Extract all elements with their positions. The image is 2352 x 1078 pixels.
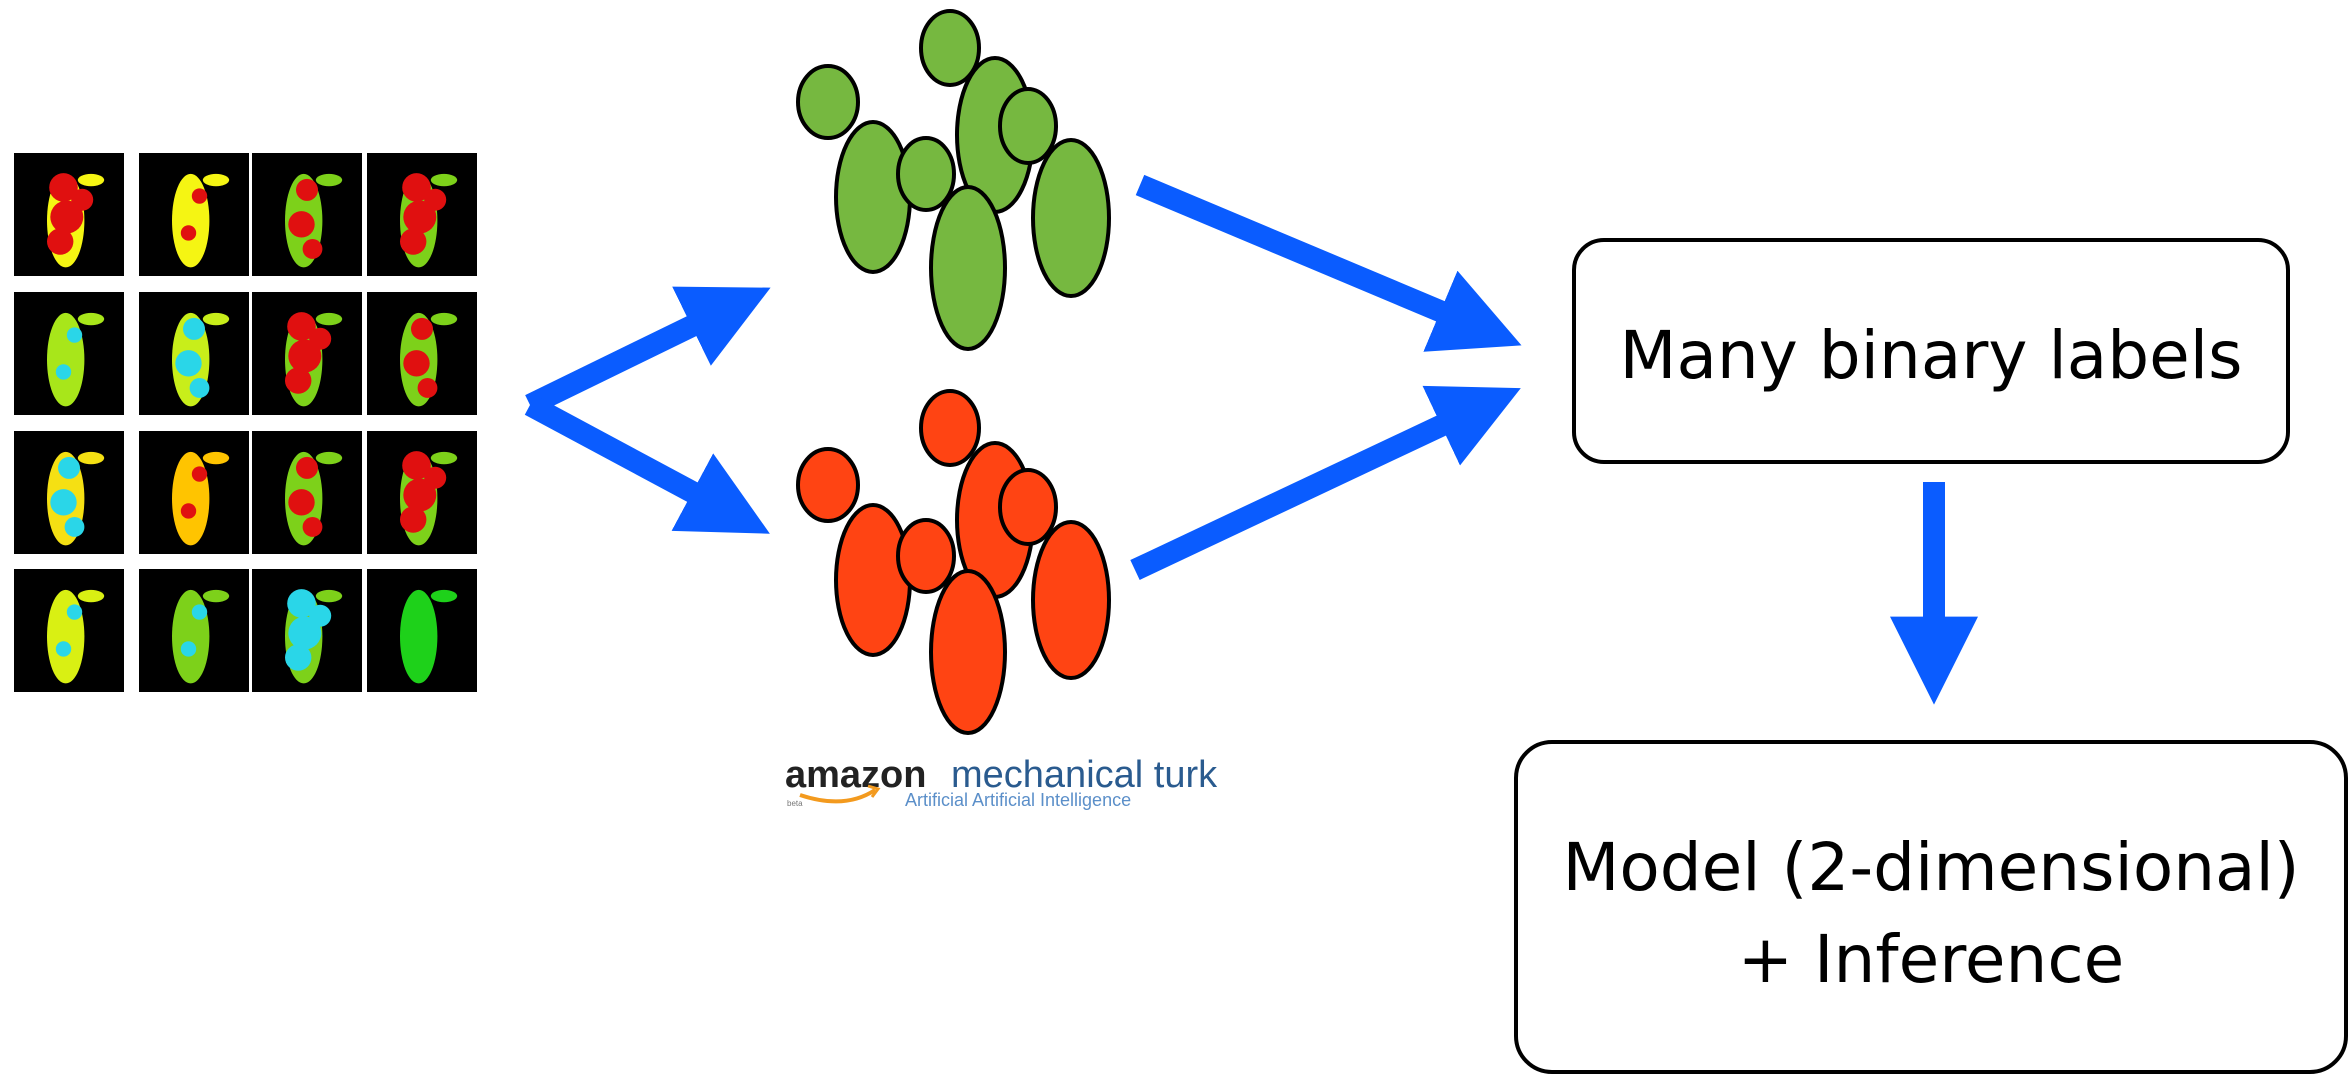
image-tile [139, 292, 249, 415]
worker-ellipse [929, 569, 1007, 735]
worker-ellipse [896, 518, 956, 594]
worker-ellipse [834, 503, 912, 657]
mechanical-turk-logo: amazon mechanical turk Artificial Artifi… [785, 754, 1218, 810]
arrow-images-to-green-workers [525, 286, 771, 415]
image-tile [367, 292, 477, 415]
worker-ellipse [919, 9, 981, 87]
image-tile [14, 292, 124, 415]
image-tile [14, 431, 124, 554]
arrows [524, 174, 1978, 705]
logo-tagline: Artificial Artificial Intelligence [905, 790, 1131, 810]
smile-arrowhead-icon [867, 784, 881, 798]
image-tile [139, 569, 249, 692]
image-tile [252, 569, 362, 692]
image-tile [14, 569, 124, 692]
arrow-red-workers-to-labels [1130, 385, 1521, 580]
worker-ellipse [929, 185, 1007, 351]
image-tile [367, 153, 477, 276]
worker-ellipse [796, 64, 860, 140]
model-box-line1: Model (2-dimensional) [1562, 829, 2299, 906]
worker-ellipse [834, 120, 912, 274]
model-box-line2: + Inference [1738, 921, 2124, 998]
worker-ellipse [919, 389, 981, 467]
arrow-green-workers-to-labels [1135, 174, 1522, 352]
smile-icon [799, 788, 877, 804]
image-tile [139, 431, 249, 554]
worker-ellipse [896, 136, 956, 212]
model-box: Model (2-dimensional) + Inference [1514, 740, 2348, 1074]
image-tile [252, 292, 362, 415]
red-worker-cluster [796, 389, 1111, 735]
logo-product: mechanical turk [951, 754, 1218, 796]
worker-ellipse [1031, 138, 1111, 298]
worker-ellipse [796, 447, 860, 523]
image-tile [14, 153, 124, 276]
image-tile [367, 431, 477, 554]
worker-ellipse [998, 468, 1058, 546]
image-grid [14, 153, 477, 692]
logo-beta: beta [787, 799, 803, 808]
image-tile [252, 153, 362, 276]
image-tile [139, 153, 249, 276]
worker-ellipse [1031, 520, 1111, 680]
image-tile [367, 569, 477, 692]
arrow-images-to-red-workers [524, 395, 770, 534]
labels-box-text: Many binary labels [1620, 317, 2243, 394]
image-tile [252, 431, 362, 554]
labels-box: Many binary labels [1572, 238, 2290, 464]
worker-ellipse [998, 87, 1058, 165]
logo-brand: amazon [785, 754, 926, 796]
green-worker-cluster [796, 9, 1111, 351]
